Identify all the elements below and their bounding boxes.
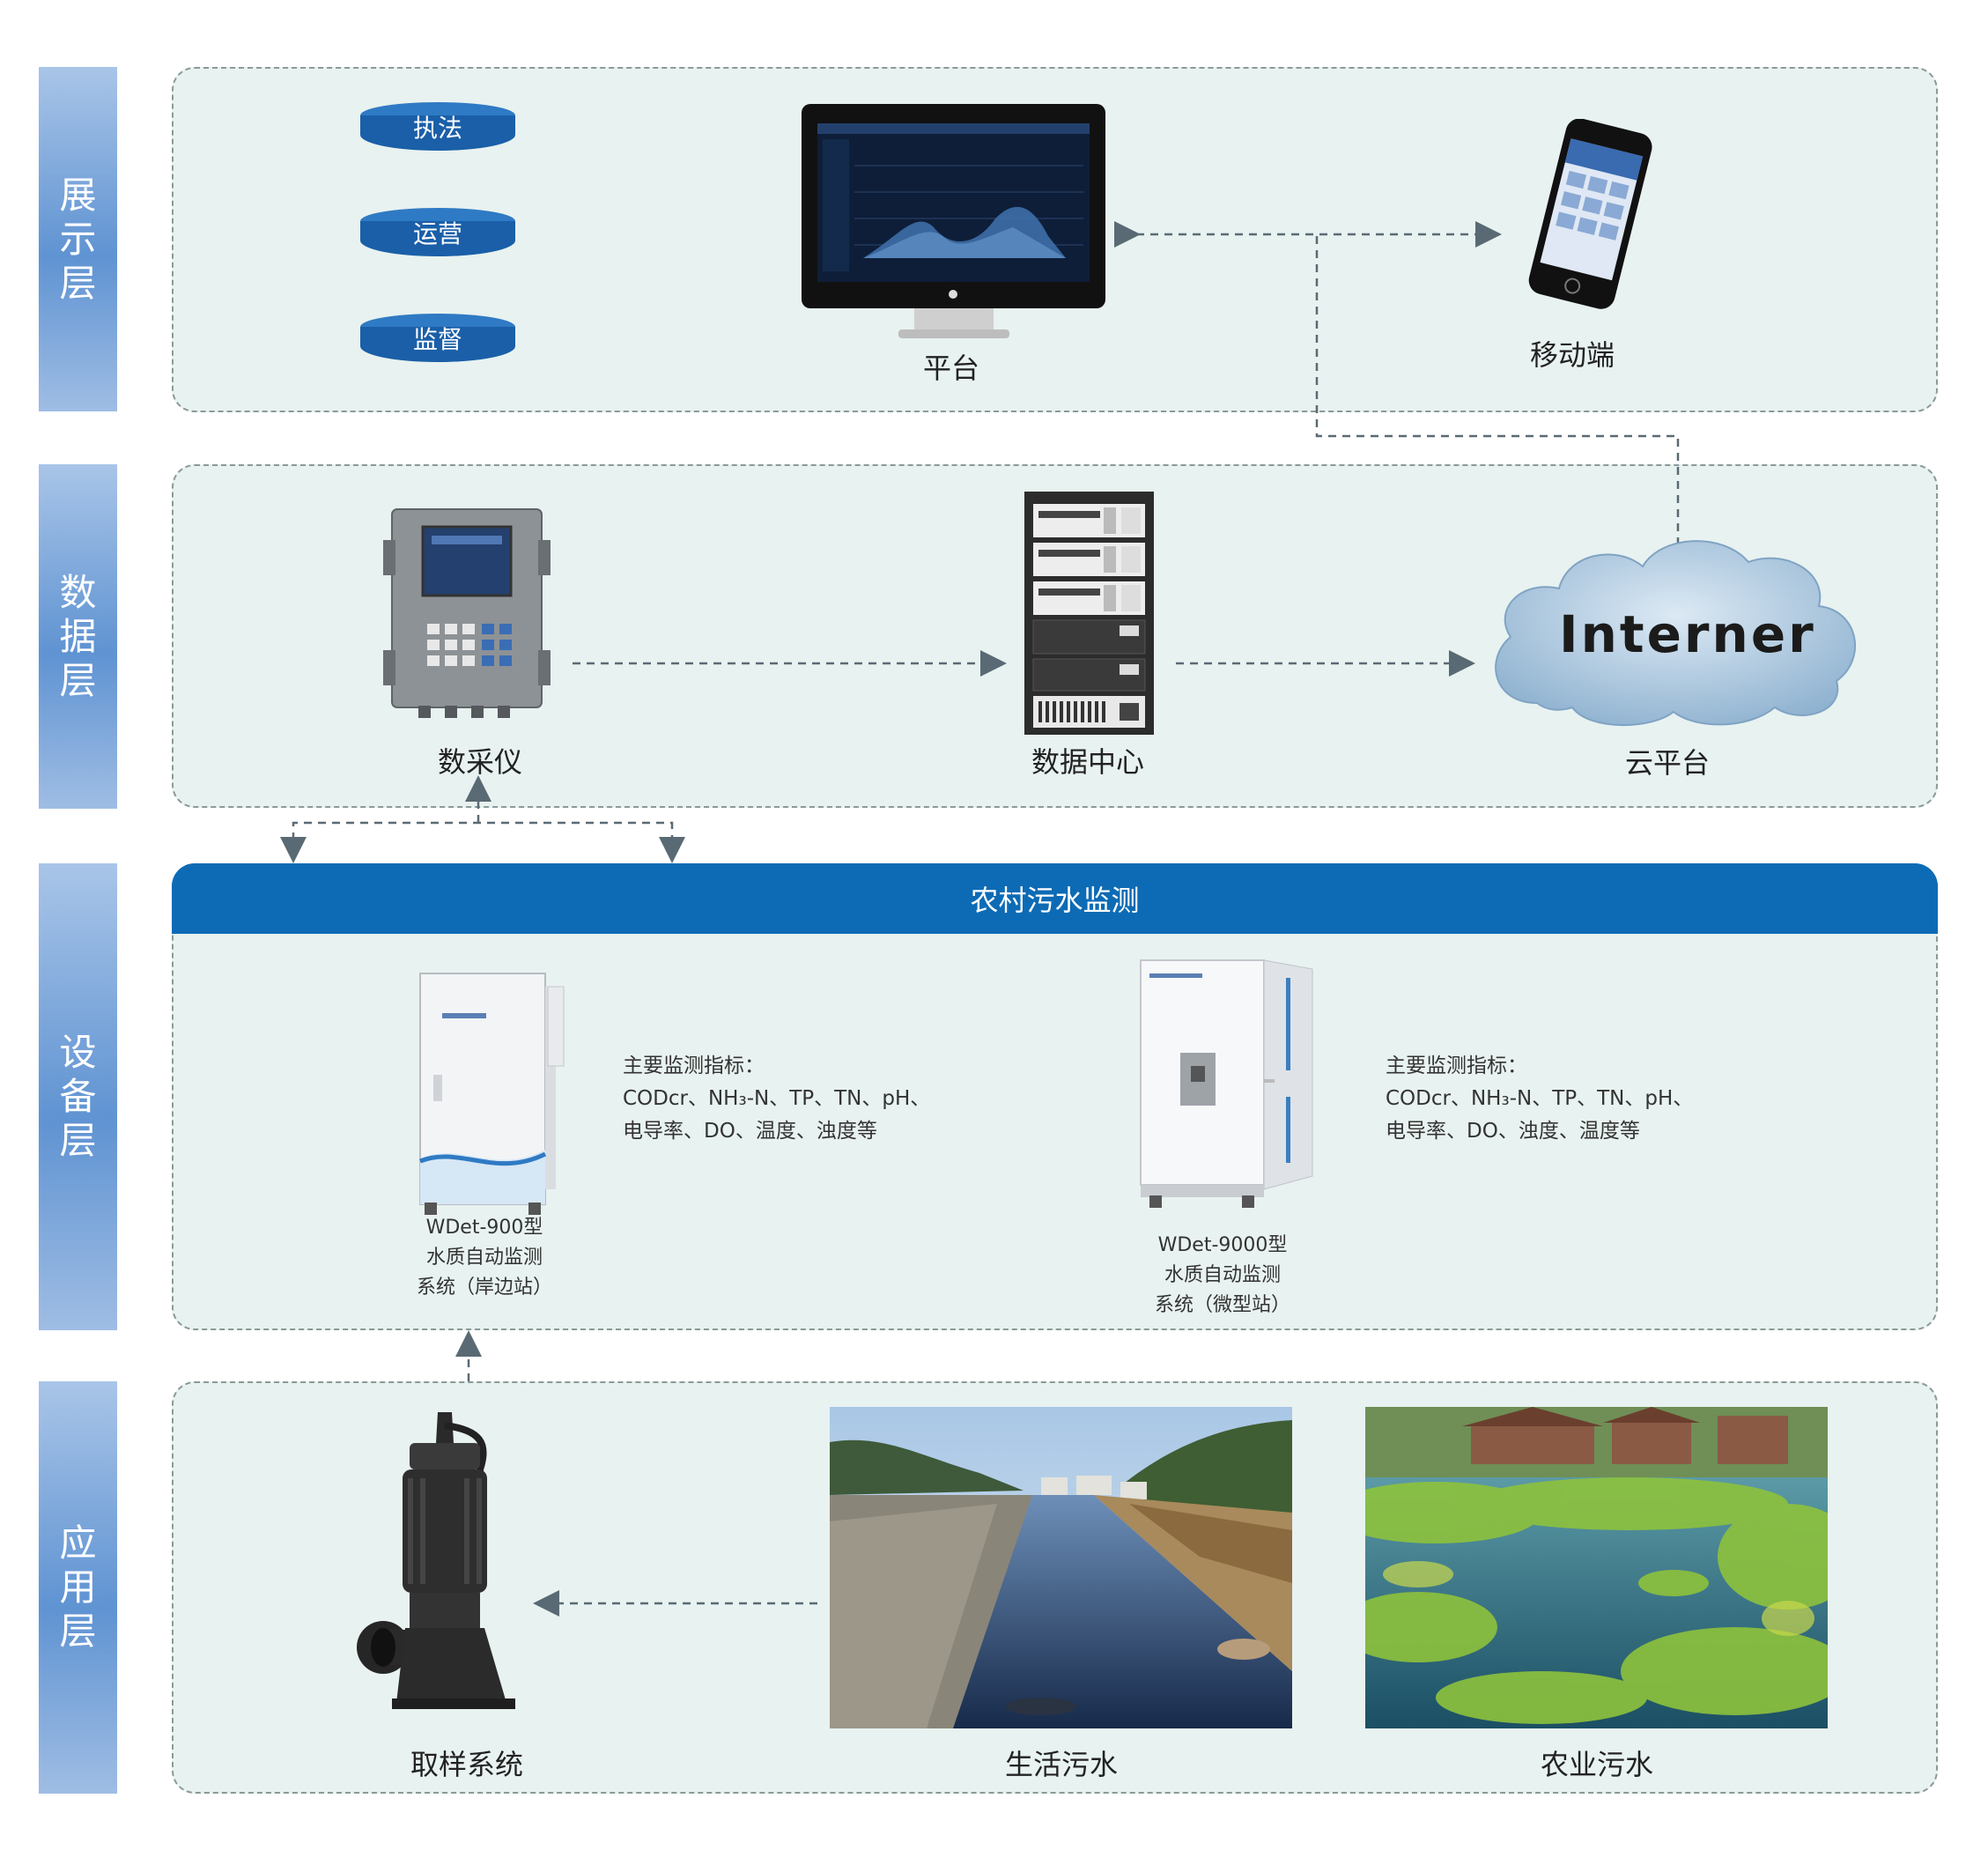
agricultural-sewage-photo	[1365, 1407, 1828, 1728]
mobile-label: 移动端	[1529, 338, 1615, 372]
datacenter-label: 数据中心	[1031, 745, 1144, 779]
pill-supervision: 监督	[360, 314, 515, 363]
device-banner: 农村污水监测	[172, 863, 1938, 934]
domestic-sewage-label: 生活污水	[1004, 1748, 1118, 1781]
cloud-icon	[1495, 540, 1856, 727]
wdet-900-metrics-line1: CODcr、NH₃-N、TP、TN、pH、	[623, 1087, 931, 1110]
platform-label: 平台	[922, 352, 979, 385]
collector-label: 数采仪	[437, 745, 522, 779]
wdet-900-caption: WDet-900型 水质自动监测 系统（岸边站）	[396, 1213, 573, 1303]
line-cloud-to-display	[1315, 234, 1680, 559]
pill-enforcement: 执法	[360, 102, 515, 152]
wdet-9000-cabinet-icon	[1140, 959, 1313, 1208]
wdet-9000-model: WDet-9000型	[1157, 1234, 1288, 1256]
agricultural-sewage-label: 农业污水	[1540, 1748, 1653, 1781]
sampling-system-label: 取样系统	[410, 1748, 523, 1781]
wdet-9000-metrics-title: 主要监测指标：	[1386, 1055, 1527, 1077]
pill-operation-text: 运营	[412, 219, 462, 248]
wdet-9000-caption: WDet-9000型 水质自动监测 系统（微型站）	[1134, 1231, 1311, 1321]
mobile-phone-icon	[1528, 119, 1652, 309]
cloud-text: Interner	[1559, 604, 1816, 664]
layer-label-application: 应用层	[39, 1381, 117, 1794]
layer-label-data: 数据层	[39, 464, 117, 809]
wdet-9000-type: 系统（微型站）	[1154, 1294, 1290, 1316]
layer-label-device-text: 设备层	[59, 1031, 97, 1162]
wdet-900-metrics: 主要监测指标： CODcr、NH₃-N、TP、TN、pH、 电导率、DO、温度、…	[623, 1050, 930, 1148]
sampling-pump-icon	[357, 1412, 515, 1709]
pill-supervision-text: 监督	[412, 325, 462, 354]
wdet-900-metrics-title: 主要监测指标：	[623, 1055, 765, 1077]
layer-label-device: 设备层	[39, 863, 117, 1330]
device-banner-text: 农村污水监测	[970, 884, 1140, 917]
wdet-9000-metrics-line1: CODcr、NH₃-N、TP、TN、pH、	[1386, 1087, 1694, 1110]
wdet-9000-metrics-line2: 电导率、DO、浊度、温度等	[1386, 1120, 1640, 1143]
wdet-9000-desc: 水质自动监测	[1164, 1264, 1281, 1286]
data-collector-icon	[383, 508, 551, 718]
line-device-to-collector	[292, 821, 674, 855]
layer-label-application-text: 应用层	[59, 1521, 97, 1653]
layer-label-display: 展示层	[39, 67, 117, 411]
wdet-900-desc: 水质自动监测	[425, 1247, 543, 1269]
wdet-9000-metrics: 主要监测指标： CODcr、NH₃-N、TP、TN、pH、 电导率、DO、浊度、…	[1386, 1050, 1693, 1148]
wdet-900-type: 系统（岸边站）	[416, 1277, 552, 1299]
server-rack-icon	[1024, 492, 1154, 735]
wdet-900-cabinet-icon	[419, 973, 565, 1215]
layer-label-display-text: 展示层	[59, 173, 97, 305]
wdet-900-metrics-line2: 电导率、DO、温度、浊度等	[623, 1120, 877, 1143]
pill-enforcement-text: 执法	[412, 114, 462, 143]
domestic-sewage-photo	[830, 1407, 1292, 1728]
wdet-900-model: WDet-900型	[425, 1217, 543, 1239]
pill-operation: 运营	[360, 208, 515, 257]
cloud-platform-label: 云平台	[1624, 746, 1710, 780]
monitor-icon	[802, 104, 1105, 338]
layer-label-data-text: 数据层	[59, 570, 97, 702]
